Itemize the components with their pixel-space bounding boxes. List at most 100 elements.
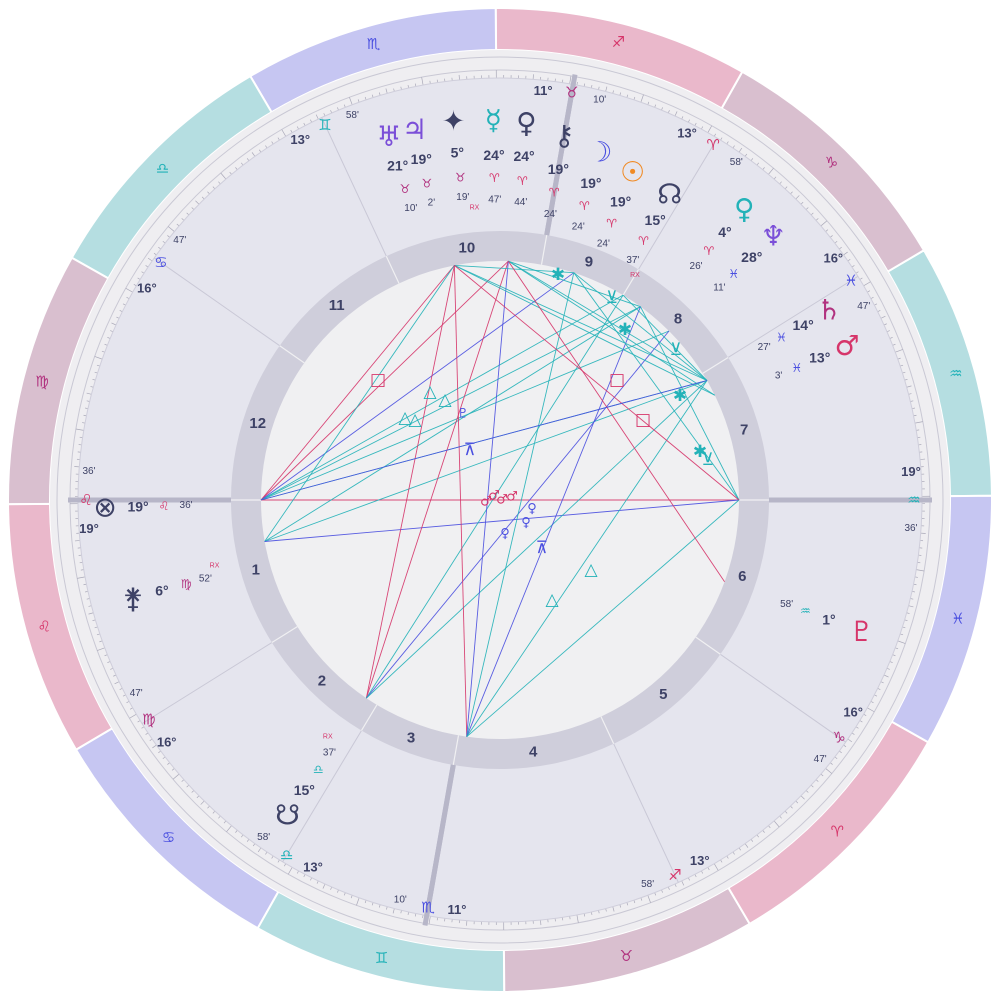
sextile-aspect-icon: ✱ <box>693 442 707 462</box>
cusp-sign-icon: ♐ <box>668 866 681 884</box>
aspect-line <box>365 294 624 699</box>
degree-tick <box>421 77 424 86</box>
house-number-3: 3 <box>407 729 415 746</box>
house-ring-cusp <box>452 735 460 766</box>
south-node-retrograde: RX <box>323 734 333 741</box>
north-node-degree: 15° <box>645 212 666 228</box>
cusp-sign-icon: ♈ <box>706 136 719 154</box>
degree-tick <box>315 114 319 120</box>
house-cusp-line <box>141 642 273 725</box>
house-ring-cusp <box>385 255 400 284</box>
north-node-retrograde: RX <box>630 272 640 279</box>
degree-tick <box>914 576 918 578</box>
degree-tick <box>847 738 853 743</box>
mars-minute: 3' <box>775 370 783 381</box>
uranus-degree: 21° <box>387 157 408 173</box>
planet-moon: ☽19°♈24' <box>572 136 613 233</box>
cusp-sign-icon: ♋ <box>154 254 167 272</box>
degree-tick <box>129 713 137 719</box>
aspect-glyphs: □□□△△△△△△✱✱✱✱⊼⊼⊻⊻⊻♂♂♂♂♇♀♀♀ <box>370 265 714 610</box>
south-node-degree: 15° <box>294 782 315 798</box>
cusp-sign-icon: ♑ <box>832 728 845 746</box>
aspect-line <box>260 306 641 501</box>
cusp-sign-icon: ♓ <box>844 272 857 290</box>
cusp-sign-icon: ♎ <box>280 846 293 864</box>
planet-chiron: ⚷19°♈24' <box>544 119 575 220</box>
aspect-line <box>573 272 708 381</box>
degree-tick <box>147 257 153 262</box>
degree-tick <box>145 265 149 268</box>
degree-tick <box>428 916 431 925</box>
degree-tick <box>773 820 780 828</box>
degree-tick <box>619 904 622 908</box>
planet-part-of-fortune: ⊗19°♌36' <box>93 490 192 523</box>
degree-tick <box>713 863 719 871</box>
aspect-line <box>508 260 708 381</box>
house-number-9: 9 <box>585 254 593 271</box>
degree-tick <box>820 220 828 227</box>
degree-tick <box>88 612 94 615</box>
degree-tick <box>569 75 572 84</box>
part-of-fortune-degree: 19° <box>127 498 148 514</box>
degree-tick <box>605 86 608 92</box>
cusp-degree: 16° <box>137 280 157 295</box>
degree-tick <box>851 265 855 268</box>
degree-tick <box>200 800 205 805</box>
degree-tick <box>914 421 923 424</box>
chiron-degree: 19° <box>548 161 569 177</box>
pluto-degree: 1° <box>822 612 835 628</box>
degree-tick <box>75 428 84 431</box>
cusp-sign-icon: ♒ <box>907 491 920 509</box>
trine-aspect-icon: △ <box>408 410 422 430</box>
planet-neptune: ♆28°♓11' <box>713 220 786 294</box>
degree-tick <box>343 104 346 108</box>
cusp-sign-icon: ♌ <box>79 491 92 509</box>
cusp-minute: 47' <box>814 754 827 765</box>
part-of-fortune-minute: 36' <box>180 500 193 511</box>
mars-degree: 13° <box>809 350 830 366</box>
degree-tick <box>810 784 814 788</box>
center-aspect-icon: ♀ <box>527 502 537 517</box>
cancer-icon: ♋ <box>162 828 175 846</box>
mars-sign-icon: ♓ <box>792 361 803 375</box>
degree-tick <box>904 378 908 381</box>
degree-tick <box>212 186 216 190</box>
lilith-icon: ⚵ <box>123 582 144 615</box>
aspect-line <box>264 499 740 542</box>
degree-tick <box>385 88 388 94</box>
degree-tick <box>111 322 117 326</box>
planet-jupiter: ♃19°♉2' <box>402 113 435 208</box>
aspect-line <box>454 265 740 501</box>
degree-tick <box>212 810 216 814</box>
part-of-fortune-icon: ⊗ <box>93 490 116 523</box>
house-cusp-line <box>638 138 718 270</box>
house-ring-cusp-marks <box>231 234 769 766</box>
degree-tick <box>902 371 906 374</box>
house-cusp-line <box>282 730 362 862</box>
degree-tick <box>744 843 749 848</box>
cusp-degree: 19° <box>901 464 921 479</box>
lilith-retrograde: RX <box>210 562 220 569</box>
fixed-star-degree: 5° <box>451 145 464 161</box>
cusp-sign-icon: ♊ <box>318 116 331 134</box>
degree-tick <box>612 906 615 912</box>
degree-tick <box>661 889 663 893</box>
jupiter-minute: 2' <box>428 197 436 208</box>
aquarius-icon: ♒ <box>949 365 962 383</box>
pluto-icon: ♇ <box>849 615 874 648</box>
degree-tick <box>908 605 914 608</box>
neptune-icon: ♆ <box>761 220 786 253</box>
neptune-sign-icon: ♓ <box>728 267 739 281</box>
south-node-sign-icon: ♎ <box>313 762 324 776</box>
fixed-star-minute: 19' <box>456 192 469 203</box>
cusp-minute: 58' <box>730 157 743 168</box>
degree-tick <box>257 847 262 853</box>
cusp-minute: 10' <box>394 894 407 905</box>
aspect-line <box>264 265 455 542</box>
semisextile-aspect-icon: ⊻ <box>670 340 682 360</box>
mars-icon: ♂ <box>835 329 860 362</box>
uranus-minute: 10' <box>404 203 417 214</box>
house-cusp-line <box>613 743 679 883</box>
semisextile-aspect-icon: ⊻ <box>702 450 714 470</box>
